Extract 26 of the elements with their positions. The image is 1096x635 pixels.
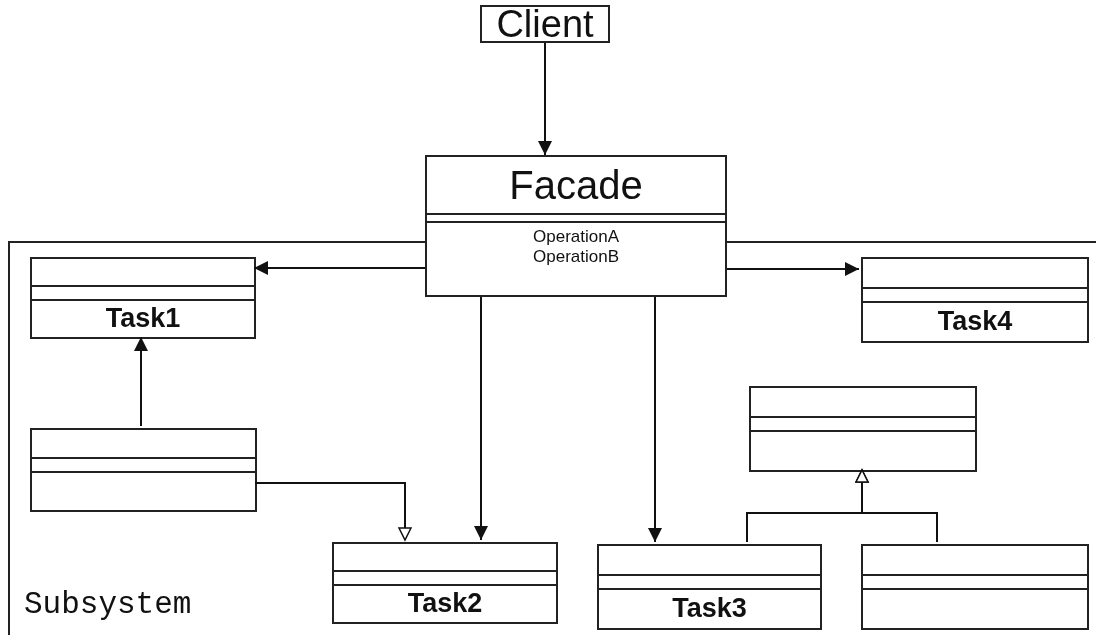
- class-box: [30, 428, 257, 512]
- class-box: [861, 257, 1089, 343]
- frame-label: Subsystem: [24, 589, 192, 620]
- class-name: Facade: [509, 165, 643, 205]
- class-name: Task3: [672, 595, 747, 623]
- box-title: Client: [496, 5, 594, 43]
- arrow: [648, 296, 662, 543]
- arrow: [134, 336, 148, 427]
- operation-text: OperationA: [533, 227, 619, 247]
- arrow: [726, 262, 860, 276]
- class-name: Task1: [105, 305, 181, 333]
- arrow: [855, 469, 938, 543]
- client-box: [480, 5, 610, 43]
- class-box: [861, 544, 1089, 630]
- class-box: [597, 544, 822, 630]
- arrow: [474, 296, 488, 541]
- class-box: [332, 542, 558, 624]
- operation-text: OperationB: [533, 247, 619, 267]
- arrow: [254, 482, 412, 541]
- facade-class-box: [425, 155, 727, 297]
- arrow: [538, 42, 552, 156]
- class-box: [30, 257, 256, 339]
- class-name: Task2: [407, 590, 483, 618]
- arrow: [253, 261, 426, 275]
- class-box: [749, 386, 977, 472]
- class-name: Task4: [937, 308, 1013, 336]
